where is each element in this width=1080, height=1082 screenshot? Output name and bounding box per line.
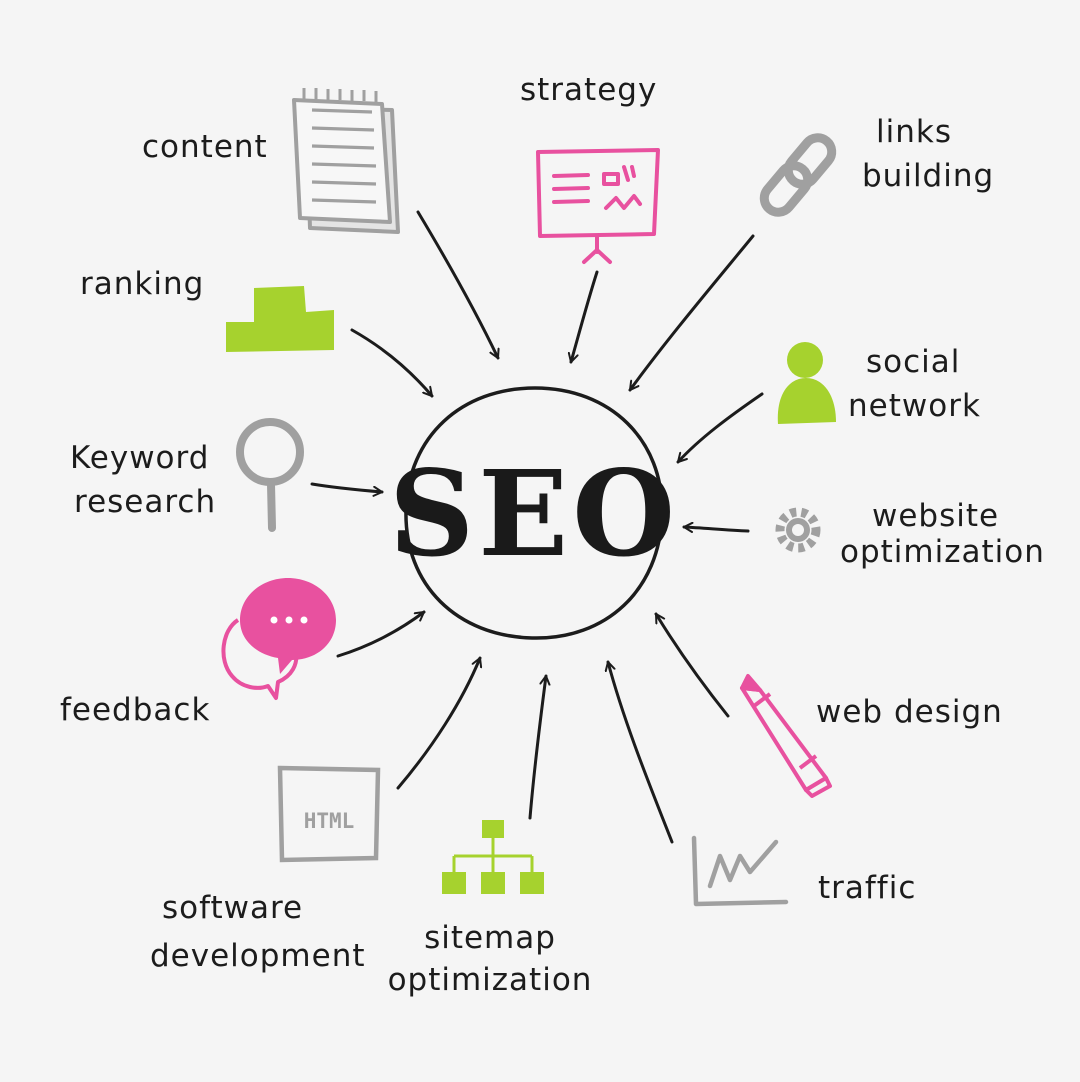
pencil-icon (740, 674, 832, 798)
building-label: building (862, 158, 995, 194)
website-label: website (872, 498, 1000, 534)
line-chart-icon (691, 835, 789, 907)
html-window-icon: HTML (277, 765, 381, 863)
traffic-label: traffic (818, 870, 917, 906)
social-label: social (866, 344, 961, 380)
arrow-keyword-research (310, 482, 384, 492)
arrow-social-network (676, 392, 764, 464)
arrow-strategy (571, 270, 599, 364)
software-label: software (162, 890, 304, 926)
chain-link-icon (759, 133, 837, 217)
arrow-website-optimization (682, 527, 750, 531)
chat-bubbles-icon (221, 578, 336, 700)
arrow-software-development (396, 656, 480, 790)
research-label: research (74, 484, 217, 520)
arrow-web-design (654, 612, 730, 718)
sitemap-optimization-label: optimization (387, 962, 593, 998)
development-label: development (150, 938, 366, 974)
arrow-feedback (336, 610, 426, 658)
keyword-label: Keyword (70, 440, 210, 476)
arrow-ranking (350, 328, 434, 398)
network-label: network (848, 388, 981, 424)
strategy-label: strategy (520, 72, 658, 108)
feedback-label: feedback (60, 692, 211, 728)
arrow-sitemap-optimization (528, 674, 546, 820)
arrow-links-building (628, 234, 755, 392)
gear-icon (775, 507, 821, 553)
sitemap-label: sitemap (424, 920, 556, 956)
optimization-label: optimization (840, 534, 1045, 570)
seo-center-circle (404, 386, 664, 640)
content-label: content (142, 129, 268, 165)
sitemap-icon (442, 820, 544, 894)
web-design-label: web design (816, 694, 1003, 730)
arrow-traffic (608, 660, 674, 844)
magnifier-icon (236, 418, 304, 532)
arrow-content (416, 210, 498, 360)
links-label: links (876, 114, 952, 150)
podium-icon (226, 286, 334, 352)
html-window-text: HTML (304, 809, 355, 833)
seo-center-label: SEO (389, 443, 679, 583)
presentation-board-icon (536, 148, 660, 264)
notepad-icon (292, 88, 400, 234)
user-icon (777, 342, 836, 424)
ranking-label: ranking (80, 266, 205, 302)
